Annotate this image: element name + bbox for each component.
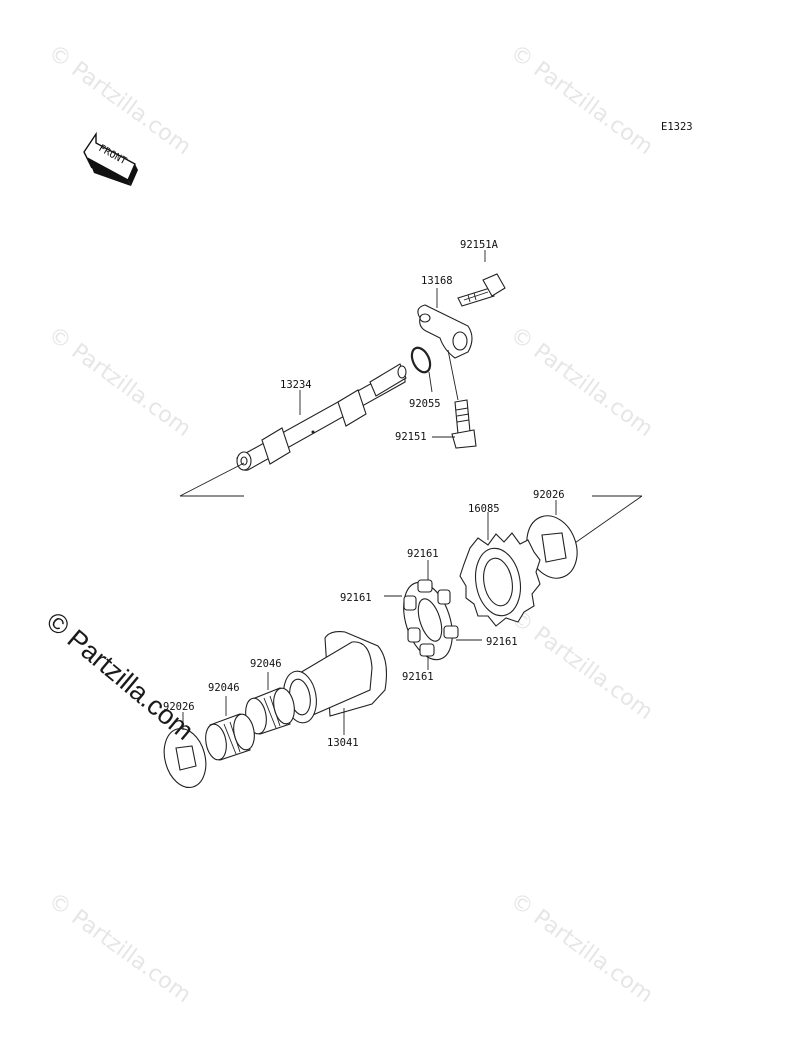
bolt-92151a	[457, 250, 506, 307]
hub-13041	[283, 631, 387, 735]
part-label: 13168	[421, 275, 453, 287]
part-label: 92161	[402, 671, 434, 683]
part-label: 92151	[395, 431, 427, 443]
part-label: 92151A	[460, 239, 499, 251]
washer-92026-left	[163, 712, 207, 788]
diagram-code: E1323	[661, 121, 693, 133]
part-label: 92161	[340, 592, 372, 604]
part-label: 92055	[409, 398, 441, 410]
part-label: 13234	[280, 379, 312, 391]
front-arrow-icon: FRONT	[83, 131, 138, 186]
part-label: 92046	[208, 682, 240, 694]
part-label: 92046	[250, 658, 282, 670]
part-label: 92026	[533, 489, 565, 501]
damper-rubbers-92161	[384, 560, 482, 670]
part-label: 13041	[327, 737, 359, 749]
reference-line	[571, 495, 643, 546]
bolt-92151	[432, 399, 477, 449]
lever-13168	[417, 288, 473, 401]
shaft-13234	[236, 363, 407, 471]
gear-16085	[459, 512, 541, 627]
needle-bearing-92046-lower	[205, 696, 255, 761]
o-ring-92055	[410, 346, 433, 393]
part-label: 92161	[486, 636, 518, 648]
part-label: 16085	[468, 503, 500, 515]
part-label: 92161	[407, 548, 439, 560]
reference-line	[179, 462, 245, 497]
part-label: 92026	[163, 701, 195, 713]
